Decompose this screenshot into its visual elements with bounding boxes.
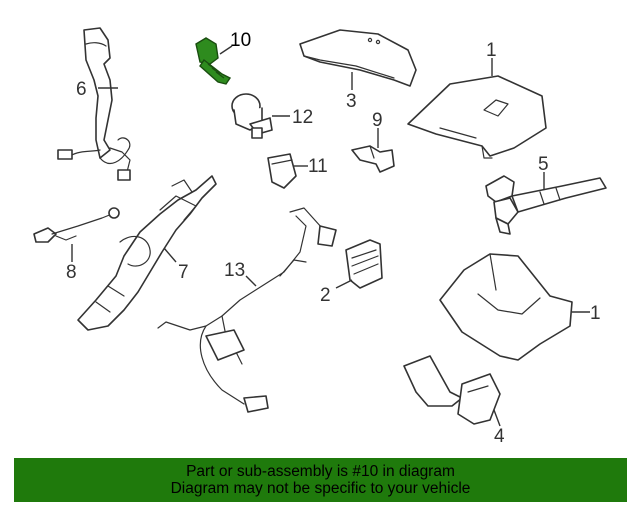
callout-12: 12 — [292, 107, 313, 128]
part-9-clip[interactable] — [351, 145, 395, 173]
part-2-bracket[interactable] — [345, 239, 383, 289]
part-4-trim[interactable] — [403, 355, 501, 425]
callout-6: 6 — [76, 79, 87, 100]
part-6-shift-lever[interactable] — [57, 27, 131, 181]
leader-7 — [163, 247, 177, 263]
leader-2 — [335, 279, 353, 289]
callout-13: 13 — [224, 260, 245, 281]
callout-7: 7 — [178, 262, 189, 283]
leader-13 — [245, 275, 257, 287]
callout-4: 4 — [494, 426, 505, 447]
leader-10 — [219, 45, 233, 55]
callout-3: 3 — [346, 91, 357, 112]
part-7-steering-column[interactable] — [77, 175, 217, 331]
part-11-connector[interactable] — [267, 153, 297, 189]
part-8-cable[interactable] — [33, 207, 120, 243]
info-banner: Part or sub-assembly is #10 in diagram D… — [14, 458, 627, 502]
banner-line-2: Diagram may not be specific to your vehi… — [170, 480, 471, 497]
leader-4 — [493, 409, 501, 427]
part-3-upper-cover[interactable] — [299, 29, 417, 87]
callout-2: 2 — [320, 285, 331, 306]
part-13-wiring-harness[interactable] — [157, 207, 337, 413]
part-10-bolt[interactable] — [195, 37, 232, 85]
callout-1-cover: 1 — [590, 303, 601, 324]
callout-1-airbag: 1 — [486, 40, 497, 61]
callout-11: 11 — [308, 156, 328, 177]
callout-8: 8 — [66, 262, 77, 283]
part-1-lower-cover[interactable] — [439, 253, 573, 361]
part-1-airbag[interactable] — [407, 75, 547, 159]
parts-diagram: 6 10 12 11 3 1 — [33, 27, 607, 447]
part-12-switch[interactable] — [231, 93, 273, 139]
callout-5: 5 — [538, 154, 549, 175]
callout-10: 10 — [230, 30, 251, 51]
callout-9: 9 — [372, 110, 383, 131]
banner-line-1: Part or sub-assembly is #10 in diagram — [186, 463, 455, 480]
part-5-combo-switch[interactable] — [485, 175, 607, 235]
